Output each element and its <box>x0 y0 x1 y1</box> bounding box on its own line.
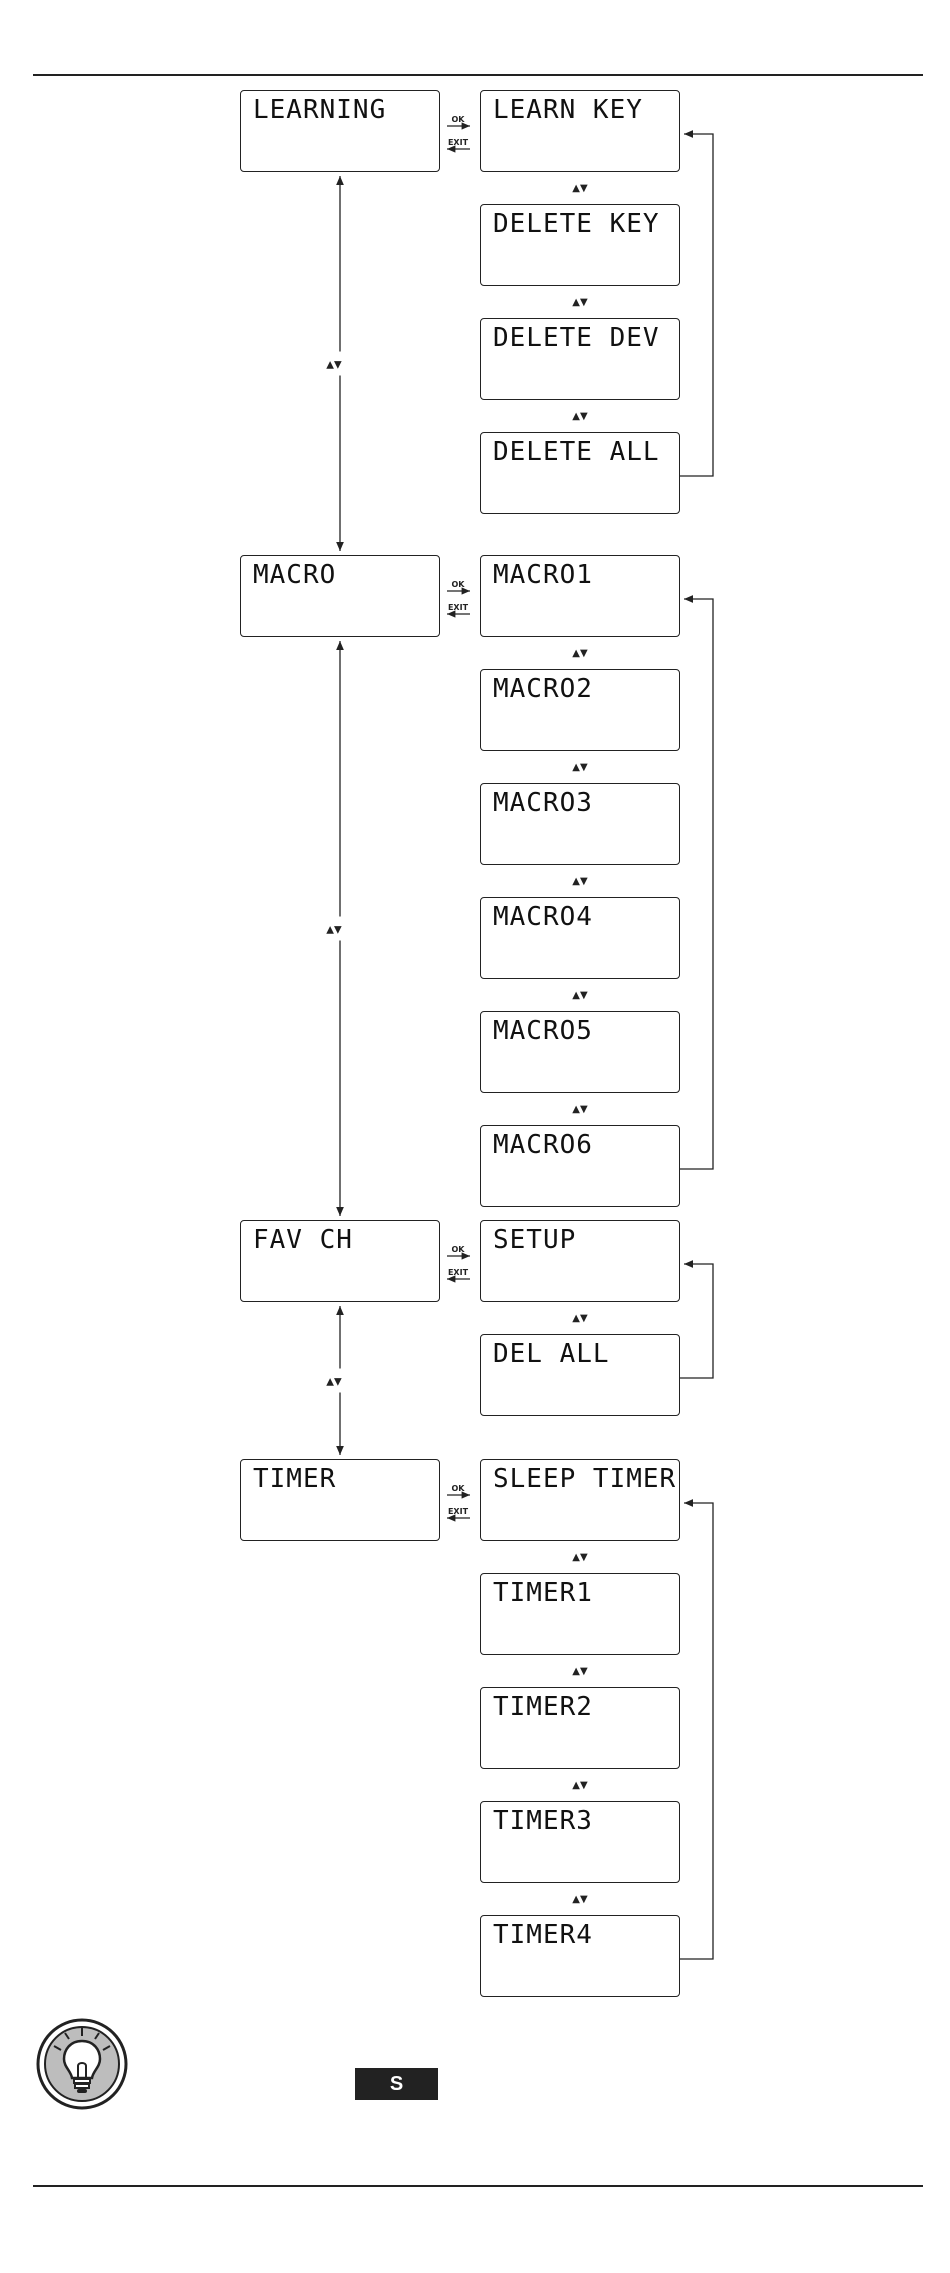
submenu-box-label: MACRO3 <box>493 788 593 818</box>
loop-back-arrow <box>680 1503 713 1959</box>
submenu-box-label: MACRO2 <box>493 674 593 704</box>
submenu-box: LEARN KEY <box>480 90 680 172</box>
submenu-box-label: MACRO5 <box>493 1016 593 1046</box>
exit-label: EXIT <box>448 1507 469 1516</box>
ok-label: OK <box>452 115 466 124</box>
submenu-box-label: MACRO1 <box>493 560 593 590</box>
submenu-box-label: LEARN KEY <box>493 95 643 125</box>
submenu-box-label: TIMER2 <box>493 1692 593 1722</box>
submenu-box-label: DELETE KEY <box>493 209 660 239</box>
updown-label: ▲▼ <box>572 1104 588 1115</box>
submenu-box-label: MACRO6 <box>493 1130 593 1160</box>
updown-label: ▲▼ <box>572 1894 588 1905</box>
main-menu-box-label: LEARNING <box>253 95 386 125</box>
updown-label: ▲▼ <box>572 990 588 1001</box>
submenu-box: MACRO4 <box>480 897 680 979</box>
main-menu-box-label: FAV CH <box>253 1225 353 1255</box>
submenu-box: TIMER3 <box>480 1801 680 1883</box>
submenu-box: SETUP <box>480 1220 680 1302</box>
hint-badge: S <box>355 2068 438 2100</box>
submenu-box-label: SETUP <box>493 1225 576 1255</box>
submenu-box: MACRO5 <box>480 1011 680 1093</box>
submenu-box: MACRO1 <box>480 555 680 637</box>
ok-label: OK <box>452 1245 466 1254</box>
submenu-box-label: TIMER1 <box>493 1578 593 1608</box>
submenu-box: MACRO6 <box>480 1125 680 1207</box>
updown-label: ▲▼ <box>572 297 588 308</box>
submenu-box: SLEEP TIMER <box>480 1459 680 1541</box>
updown-label: ▲▼ <box>572 183 588 194</box>
updown-label: ▲▼ <box>572 1780 588 1791</box>
submenu-box-label: SLEEP TIMER <box>493 1464 676 1494</box>
main-menu-box: FAV CH <box>240 1220 440 1302</box>
submenu-box: TIMER4 <box>480 1915 680 1997</box>
exit-label: EXIT <box>448 1268 469 1277</box>
submenu-box-label: MACRO4 <box>493 902 593 932</box>
submenu-box-label: DELETE DEV <box>493 323 660 353</box>
submenu-box: TIMER2 <box>480 1687 680 1769</box>
main-menu-box-label: TIMER <box>253 1464 336 1494</box>
lightbulb-icon <box>35 2017 129 2115</box>
submenu-box: DELETE DEV <box>480 318 680 400</box>
updown-label: ▲▼ <box>572 1313 588 1324</box>
updown-label: ▲▼ <box>572 876 588 887</box>
submenu-box-label: DEL ALL <box>493 1339 610 1369</box>
updown-label: ▲▼ <box>326 925 342 936</box>
updown-label: ▲▼ <box>572 1552 588 1563</box>
ok-label: OK <box>452 580 466 589</box>
exit-label: EXIT <box>448 603 469 612</box>
main-menu-box-label: MACRO <box>253 560 336 590</box>
updown-label: ▲▼ <box>326 1377 342 1388</box>
submenu-box: MACRO3 <box>480 783 680 865</box>
submenu-box: DELETE ALL <box>480 432 680 514</box>
loop-back-arrow <box>680 599 713 1169</box>
submenu-box-label: TIMER4 <box>493 1920 593 1950</box>
submenu-box: DEL ALL <box>480 1334 680 1416</box>
loop-back-arrow <box>680 134 713 476</box>
submenu-box-label: DELETE ALL <box>493 437 660 467</box>
submenu-box-label: TIMER3 <box>493 1806 593 1836</box>
updown-label: ▲▼ <box>572 1666 588 1677</box>
updown-label: ▲▼ <box>572 648 588 659</box>
submenu-box: MACRO2 <box>480 669 680 751</box>
main-menu-box: MACRO <box>240 555 440 637</box>
main-menu-box: LEARNING <box>240 90 440 172</box>
submenu-box: TIMER1 <box>480 1573 680 1655</box>
exit-label: EXIT <box>448 138 469 147</box>
updown-label: ▲▼ <box>326 360 342 371</box>
updown-label: ▲▼ <box>572 762 588 773</box>
submenu-box: DELETE KEY <box>480 204 680 286</box>
main-menu-box: TIMER <box>240 1459 440 1541</box>
loop-back-arrow <box>680 1264 713 1378</box>
updown-label: ▲▼ <box>572 411 588 422</box>
ok-label: OK <box>452 1484 466 1493</box>
